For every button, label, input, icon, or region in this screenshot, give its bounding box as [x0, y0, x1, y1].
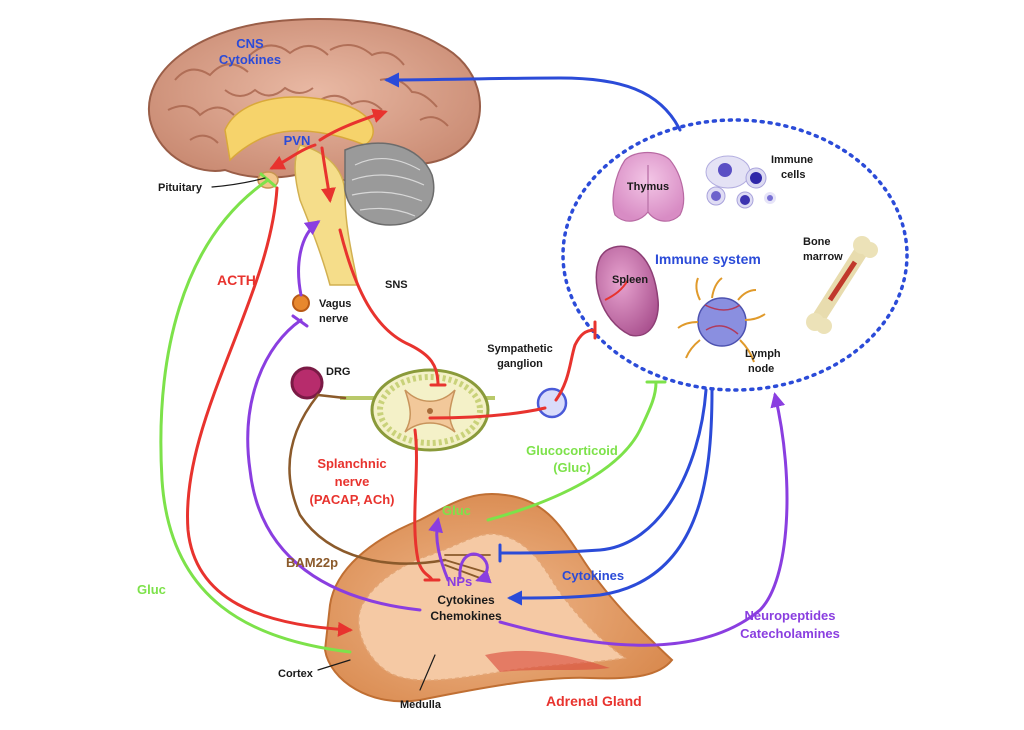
vagus-afferent-line — [246, 318, 422, 612]
immune-to-cns-arrow — [384, 72, 682, 132]
neuropeptides-label-1: Neuropeptides — [744, 608, 835, 623]
splanchnic-label-2: nerve — [335, 474, 370, 489]
bone-marrow-label-2: marrow — [803, 251, 843, 263]
cytokines-arrow — [507, 388, 714, 606]
connections — [159, 72, 789, 691]
thymus-icon — [612, 151, 685, 222]
splanchnic-nerve-line — [413, 428, 434, 582]
sympathetic-label-2: ganglion — [497, 358, 543, 370]
cns-cytokines-label-2: Cytokines — [219, 52, 281, 67]
neuropeptides-label-2: Catecholamines — [740, 626, 840, 641]
cytokines-arrow-label: Cytokines — [562, 568, 624, 583]
bone-marrow-icon — [806, 236, 878, 334]
splanchnic-label-3: (PACAP, ACh) — [310, 492, 395, 507]
vagus-label-1: Vagus — [319, 298, 351, 310]
gluc-left-label: Gluc — [137, 582, 166, 597]
gluc-adrenal-label: Gluc — [442, 503, 471, 518]
lymph-node-label-1: Lymph — [745, 348, 781, 360]
cns-cytokines-label-1: CNS — [236, 36, 264, 51]
cytokines-inhibit-line — [498, 388, 708, 555]
medulla-label: Medulla — [400, 699, 442, 711]
gluc-feedback-line — [159, 178, 352, 654]
neuropeptides-arrow — [498, 392, 789, 647]
glucocorticoid-label-2: (Gluc) — [553, 460, 591, 475]
sympathetic-to-spleen — [554, 328, 597, 402]
chemokines-adrenal-label: Chemokines — [430, 609, 502, 623]
vagus-label-2: nerve — [319, 313, 348, 325]
immune-cells-label-1: Immune — [771, 154, 813, 166]
sympathetic-label-1: Sympathetic — [487, 343, 552, 355]
immune-system-label: Immune system — [655, 251, 761, 267]
glucocorticoid-label-1: Glucocorticoid — [526, 443, 618, 458]
acth-label: ACTH — [217, 272, 256, 288]
spinal-cord-illustration — [290, 366, 495, 452]
spleen-icon — [595, 245, 659, 337]
brain-illustration — [147, 18, 481, 286]
adrenal-gland-label: Adrenal Gland — [546, 693, 642, 709]
spleen-label: Spleen — [612, 274, 648, 286]
drg-label: DRG — [326, 366, 350, 378]
lymph-node-icon — [677, 277, 766, 363]
sns-label: SNS — [385, 279, 408, 291]
pituitary-label: Pituitary — [158, 182, 203, 194]
vagus-nerve-node — [292, 294, 310, 312]
glucocorticoid-line — [486, 380, 658, 522]
cytokines-adrenal-label: Cytokines — [437, 593, 495, 607]
lymph-node-label-2: node — [748, 363, 774, 375]
sns-pathway — [338, 228, 440, 387]
immune-cells-icon — [705, 155, 776, 209]
thymus-label: Thymus — [627, 181, 669, 193]
bam22p-line — [288, 393, 447, 565]
adrenal-gland-illustration — [323, 493, 674, 703]
nps-label: NPs — [447, 574, 472, 589]
bone-marrow-label-1: Bone — [803, 236, 831, 248]
bam22p-label: BAM22p — [286, 555, 338, 570]
immune-cells-label-2: cells — [781, 169, 805, 181]
acth-arrow — [186, 186, 353, 637]
immune-system-illustration — [561, 118, 909, 392]
cortex-label: Cortex — [278, 668, 314, 680]
splanchnic-label-1: Splanchnic — [317, 456, 386, 471]
pvn-label: PVN — [284, 133, 311, 148]
